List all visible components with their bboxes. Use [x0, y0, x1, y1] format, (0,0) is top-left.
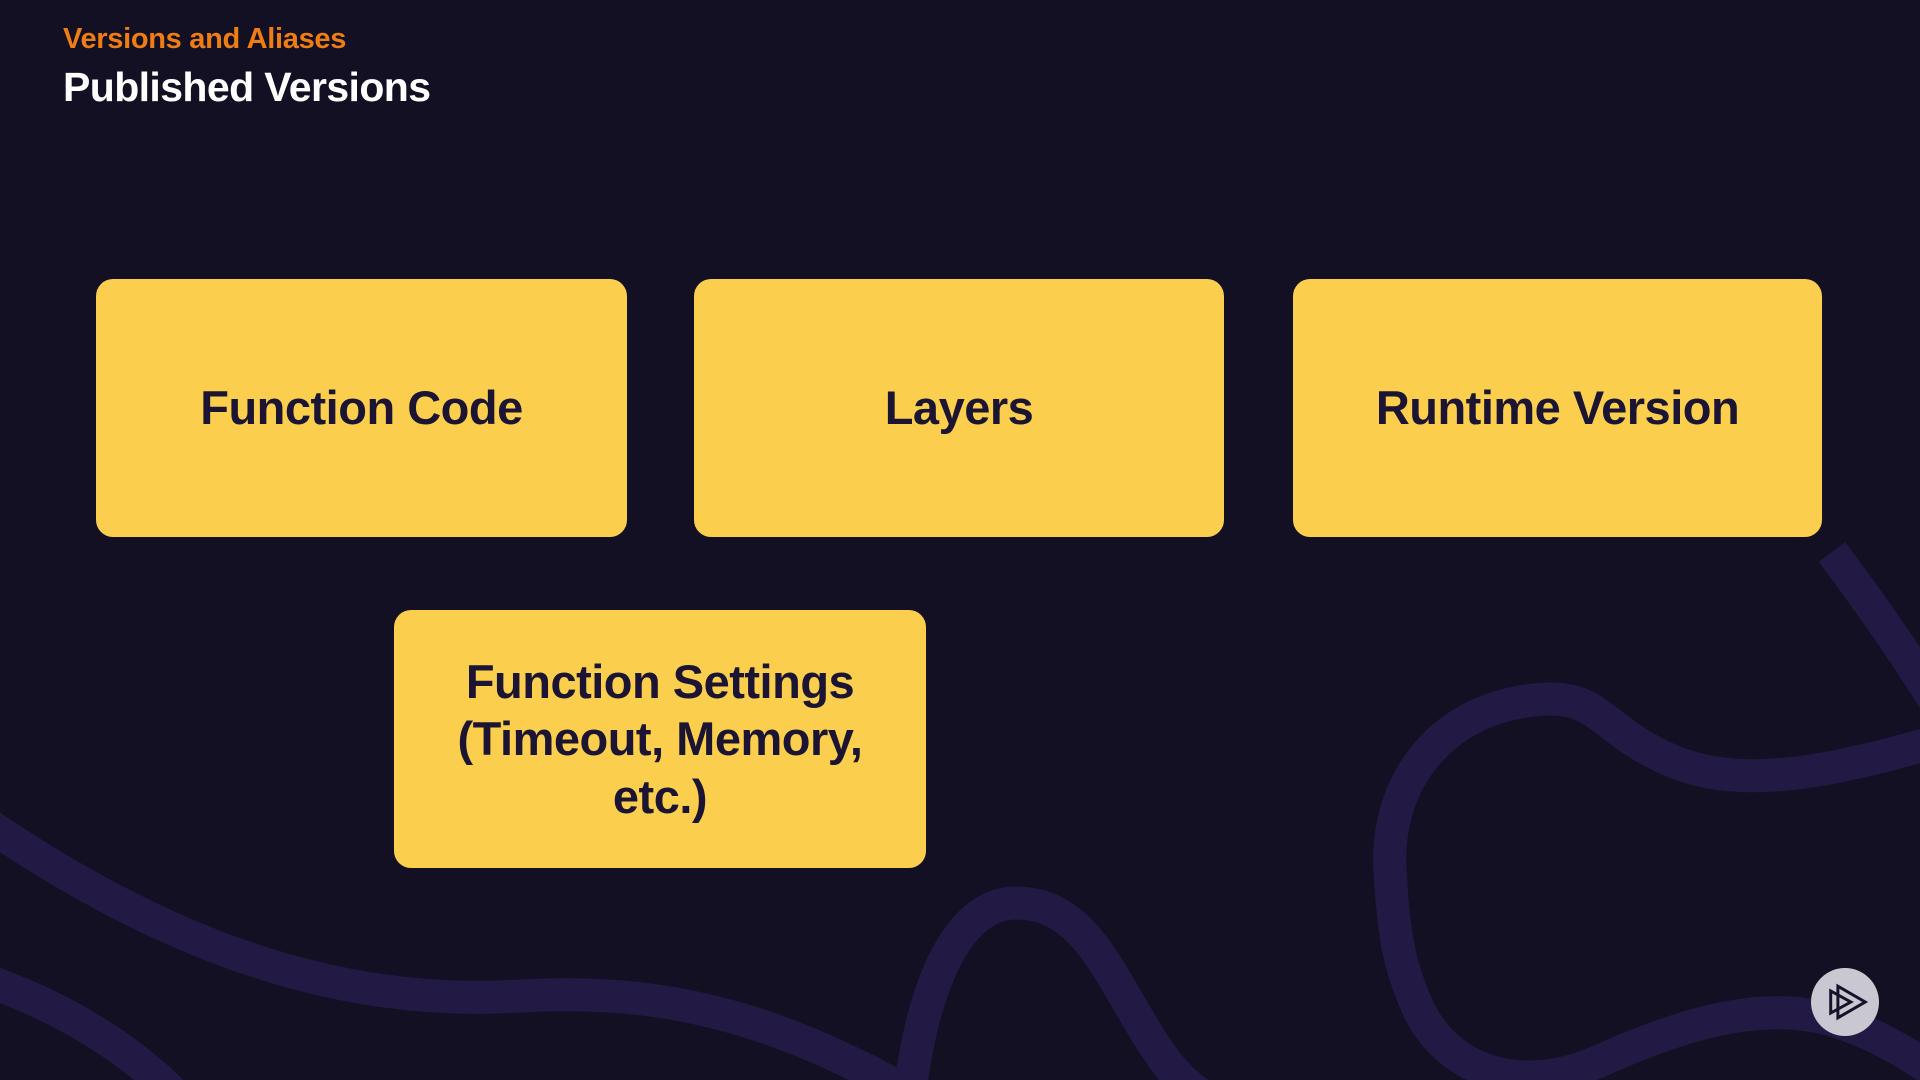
page-title: Published Versions: [63, 63, 431, 110]
play-button[interactable]: [1811, 968, 1879, 1036]
card-runtime-version-label: Runtime Version: [1375, 381, 1740, 435]
card-function-settings-label: Function Settings (Timeout, Memory, etc.…: [457, 655, 863, 823]
card-runtime-version: Runtime Version: [1293, 279, 1822, 537]
module-name: Versions and Aliases: [63, 23, 347, 55]
card-layers: Layers: [694, 279, 1224, 537]
card-function-code: Function Code: [96, 279, 627, 537]
card-function-code-label: Function Code: [200, 381, 523, 435]
pluralsight-play-icon: [1829, 983, 1869, 1021]
card-layers-label: Layers: [884, 381, 1034, 435]
card-function-settings: Function Settings (Timeout, Memory, etc.…: [394, 610, 926, 868]
slide-header: Versions and Aliases Published Versions: [63, 22, 431, 112]
